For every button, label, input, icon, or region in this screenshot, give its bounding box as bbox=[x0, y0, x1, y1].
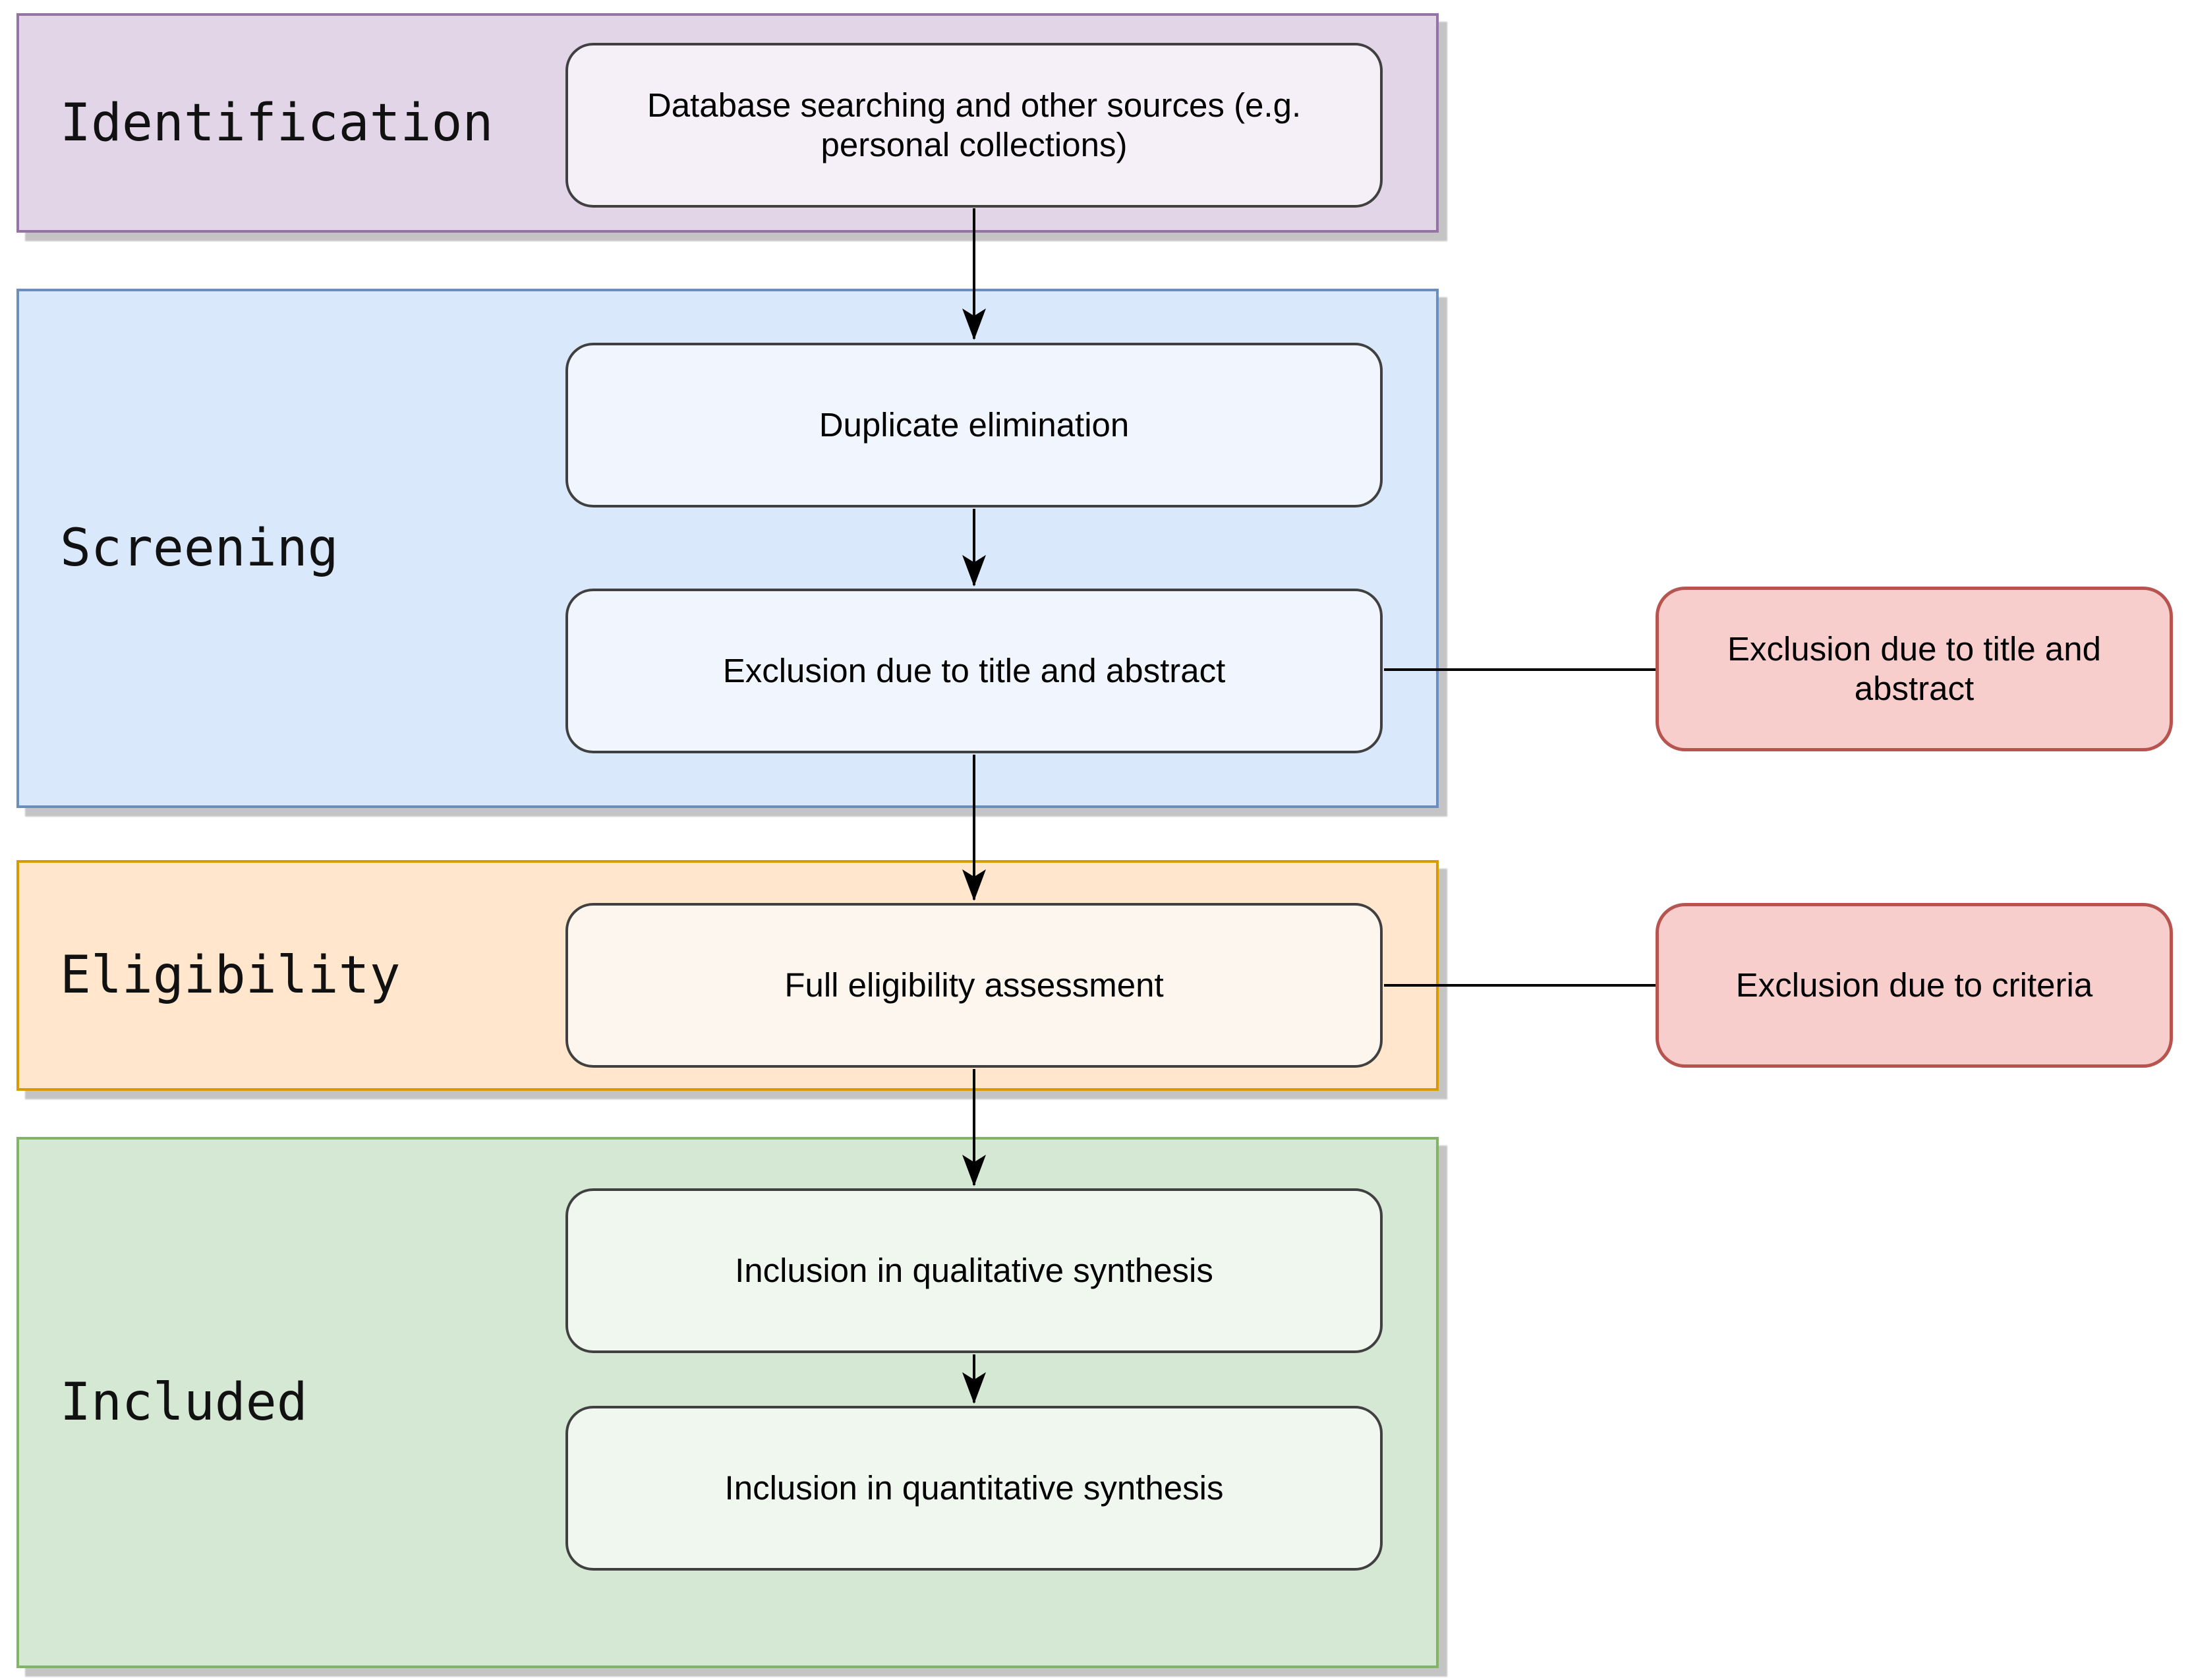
node-exclusion-title-abstract: Exclusion due to title and abstract bbox=[565, 589, 1383, 753]
node-inclusion-quantitative-label: Inclusion in quantitative synthesis bbox=[724, 1468, 1224, 1507]
node-excluded-criteria-label: Exclusion due to criteria bbox=[1735, 966, 2093, 1004]
phase-label-eligibility: Eligibility bbox=[60, 946, 401, 1005]
node-full-eligibility-assessment: Full eligibility assessment bbox=[565, 903, 1383, 1068]
node-excluded-title-abstract: Exclusion due to title and abstract bbox=[1656, 587, 2173, 751]
node-full-eligibility-assessment-label: Full eligibility assessment bbox=[784, 966, 1164, 1004]
phase-label-identification: Identification bbox=[60, 93, 494, 153]
phase-label-included: Included bbox=[60, 1373, 308, 1432]
node-exclusion-title-abstract-label: Exclusion due to title and abstract bbox=[722, 651, 1226, 689]
node-excluded-criteria: Exclusion due to criteria bbox=[1656, 903, 2173, 1068]
node-inclusion-qualitative-label: Inclusion in qualitative synthesis bbox=[735, 1251, 1213, 1289]
phase-label-screening: Screening bbox=[60, 519, 339, 578]
node-database-searching: Database searching and other sources (e.… bbox=[565, 43, 1383, 208]
node-duplicate-elimination: Duplicate elimination bbox=[565, 343, 1383, 507]
node-database-searching-label: Database searching and other sources (e.… bbox=[647, 86, 1302, 163]
node-inclusion-qualitative: Inclusion in qualitative synthesis bbox=[565, 1188, 1383, 1353]
node-duplicate-elimination-label: Duplicate elimination bbox=[819, 405, 1130, 444]
node-inclusion-quantitative: Inclusion in quantitative synthesis bbox=[565, 1406, 1383, 1571]
node-excluded-title-abstract-label: Exclusion due to title and abstract bbox=[1727, 629, 2102, 707]
